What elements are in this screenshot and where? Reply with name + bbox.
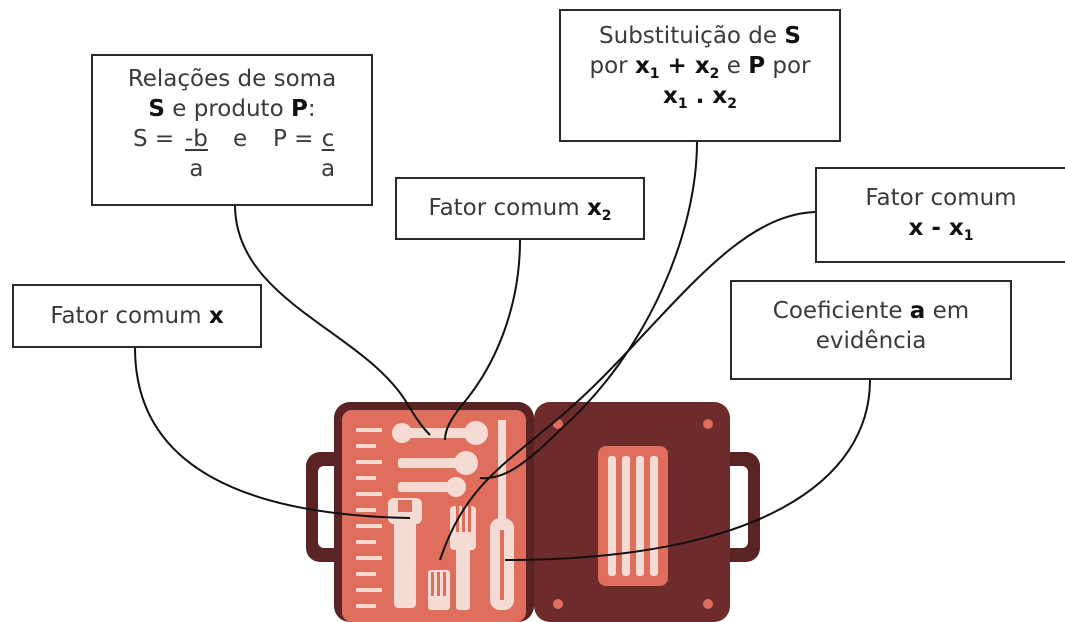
- coef-pre: Coeficiente: [772, 298, 910, 324]
- connector-fator-x: [134, 347, 411, 519]
- subst-x3: x: [663, 83, 678, 109]
- subst-x2: x: [694, 53, 710, 79]
- soma-line1: Relações de soma: [127, 66, 337, 92]
- fator-x2-sub: 2: [601, 208, 612, 224]
- box-fator-x2: Fator comum x2: [395, 177, 645, 240]
- subst-sub2: 2: [709, 66, 720, 82]
- box-substituicao: Substituição de S por x1 + x2 e P por x1…: [559, 9, 841, 142]
- soma-frac-s-den: a: [189, 156, 204, 182]
- soma-e: e: [233, 126, 248, 152]
- subst-line3: x1 . x2: [561, 81, 839, 111]
- soma-p-eq: P =: [273, 126, 314, 152]
- subst-p: P: [748, 53, 766, 79]
- fator-xx1-sub: 1: [963, 228, 974, 244]
- coef-a: a: [909, 298, 926, 324]
- soma-s-eq: S =: [133, 126, 175, 152]
- soma-p-label: P: [290, 96, 308, 122]
- soma-frac-p-den: a: [321, 156, 336, 182]
- ruler-ticks: [356, 428, 382, 608]
- subst-line1: Substituição de S: [561, 21, 839, 51]
- wrench-icons: [392, 421, 488, 497]
- soma-formula-row: S = -b a e P = c a: [93, 124, 371, 184]
- box-fator-x-minus-x1: Fator comum x - x1: [815, 167, 1065, 263]
- soma-frac-p: c a: [321, 124, 335, 184]
- fator-xx1-x: x - x: [908, 215, 964, 241]
- subst-s: S: [784, 23, 801, 49]
- fork-icon: [450, 506, 476, 610]
- coef-post: em: [925, 298, 970, 324]
- soma-frac-p-num: c: [321, 126, 335, 152]
- rake-icon: [428, 570, 450, 610]
- subst-por2: por: [765, 53, 811, 79]
- screwdriver-icon: [490, 420, 514, 610]
- fator-xx1-line2: x - x1: [817, 213, 1065, 243]
- box-fator-x: Fator comum x: [12, 284, 262, 348]
- box-coeficiente: Coeficiente a em evidência: [730, 280, 1012, 380]
- fator-x2-text: Fator comum: [428, 195, 587, 221]
- soma-mid: e produto: [164, 96, 291, 122]
- fator-x2-x: x: [586, 195, 602, 221]
- soma-s-label: S: [148, 96, 165, 122]
- subst-sub4: 2: [727, 96, 737, 112]
- subst-x4: x: [712, 83, 728, 109]
- case-left-half: [334, 402, 534, 622]
- case-right-half: [534, 402, 730, 622]
- soma-line2: S e produto P:: [93, 94, 371, 124]
- fator-x-x: x: [208, 303, 224, 329]
- fator-x-text: Fator comum: [50, 303, 209, 329]
- connector-substituicao: [479, 141, 698, 480]
- subst-sub3: 1: [677, 96, 688, 112]
- soma-frac-s-num: -b: [185, 126, 208, 152]
- subst-x1: x: [634, 53, 650, 79]
- soma-frac-s: -b a: [185, 124, 208, 184]
- subst-plus: +: [659, 53, 695, 79]
- subst-dot: .: [687, 83, 713, 109]
- box-soma-produto: Relações de soma S e produto P: S = -b a…: [91, 54, 373, 206]
- subst-sub1: 1: [649, 66, 660, 82]
- coef-line1: Coeficiente a em: [732, 296, 1010, 326]
- subst-line2: por x1 + x2 e P por: [561, 51, 839, 81]
- connector-soma-produto: [234, 204, 431, 436]
- coef-line2: evidência: [815, 328, 927, 354]
- fator-xx1-line1: Fator comum: [865, 185, 1017, 211]
- soma-colon: :: [307, 96, 316, 122]
- connector-fator-x2: [444, 239, 521, 441]
- subst-por1: por: [589, 53, 635, 79]
- connector-fator-x-minus-x1: [439, 211, 816, 561]
- subst-text: Substituição de: [599, 23, 785, 49]
- connector-coeficiente: [504, 379, 871, 561]
- subst-e: e: [719, 53, 749, 79]
